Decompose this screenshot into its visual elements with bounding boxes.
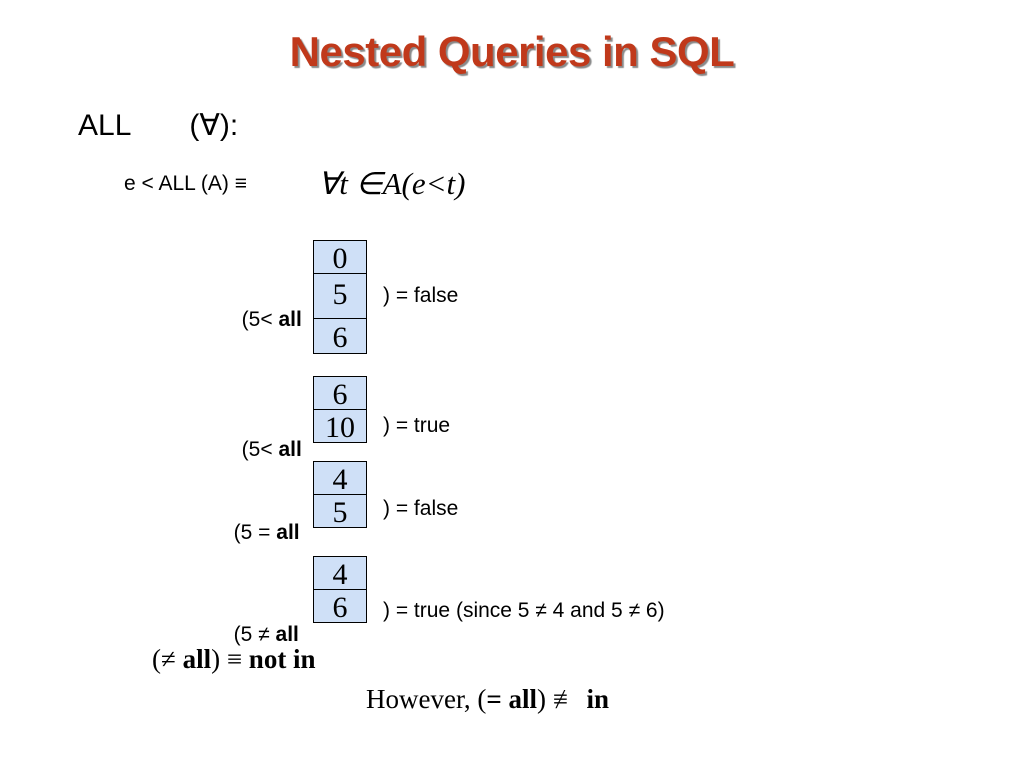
example-2-expression: (5< all [230,414,302,462]
example-1-value-1: 5 [314,274,366,319]
slide-title: Nested Queries in SQL [289,28,735,75]
example-2-value-0: 6 [314,377,366,411]
equiv2-prefix: However, ( [366,684,487,714]
equivalence-not-in: (≠ all) ≡ not in [152,644,316,675]
definition-rhs: ∀t ∈A(e<t) [318,166,466,201]
example-4-value-box: 4 6 [313,556,367,624]
equivalence-in: However, (= all) ≢ in [366,684,609,715]
example-2-prefix: (5< [241,438,279,461]
equiv1-mid: ) ≡ [211,644,249,674]
example-3-result: ) = false [383,497,459,520]
example-1-value-2: 6 [314,319,366,354]
equiv1-keyword-not-in: not in [248,644,316,674]
example-4-value-0: 4 [314,557,366,591]
example-4-value-1: 6 [314,590,366,624]
example-1-expression: (5< all [230,284,302,332]
equiv2-keyword-in: in [586,684,610,714]
example-3-expression: (5 = all [222,497,300,545]
all-heading: ALL (∀): [78,108,238,143]
example-1-prefix: (5< [241,308,279,331]
example-4-expression: (5 ≠ all [222,599,299,647]
example-2-value-box: 6 10 [313,376,367,444]
equiv2-mid: ) ≢ [537,684,587,714]
definition-lhs: e < ALL (A) ≡ [124,172,247,195]
example-1-value-box: 0 5 6 [313,240,367,354]
example-1-result: ) = false [383,284,459,307]
example-3-value-box: 4 5 [313,461,367,529]
equiv2-keyword-all: = all [486,684,538,714]
forall-symbol: (∀): [189,109,239,142]
example-3-value-0: 4 [314,462,366,496]
equiv1-open: (≠ [152,644,183,674]
example-3-keyword: all [276,521,300,544]
example-4-prefix: (5 ≠ [233,623,276,646]
example-1-value-0: 0 [314,241,366,275]
example-4-keyword: all [275,623,299,646]
example-3-value-1: 5 [314,495,366,529]
equiv1-keyword-all: all [182,644,212,674]
example-4-result: ) = true (since 5 ≠ 4 and 5 ≠ 6) [383,599,665,622]
example-2-result: ) = true [383,414,451,437]
example-3-prefix: (5 = [233,521,277,544]
example-2-value-1: 10 [314,410,366,444]
example-1-keyword: all [278,308,302,331]
example-2-keyword: all [278,438,302,461]
all-keyword: ALL [78,109,132,142]
